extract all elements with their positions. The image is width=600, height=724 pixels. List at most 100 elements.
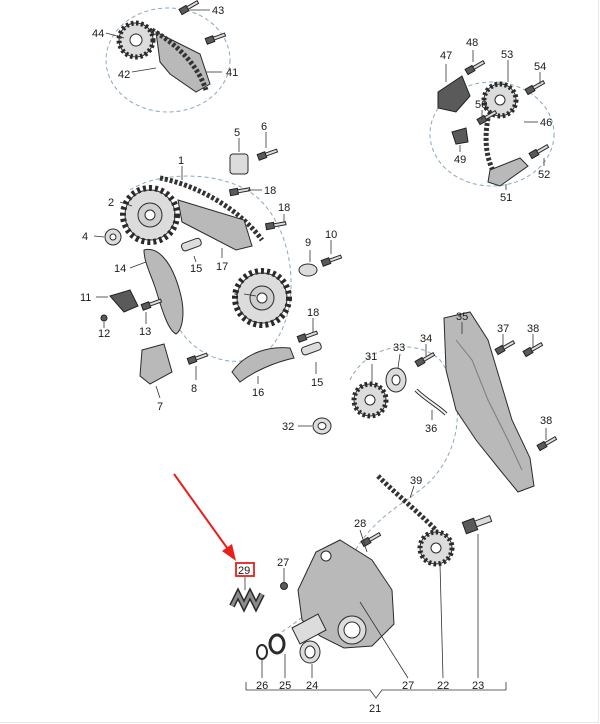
bolt-6 xyxy=(256,147,279,161)
callout-9: 9 xyxy=(305,237,311,249)
oil-pump-group: 26 25 24 27 22 23 21 28 27 29 xyxy=(229,515,507,715)
outline-dashed xyxy=(429,81,555,187)
bolt-38b xyxy=(536,434,558,452)
callout-3: 3 xyxy=(232,289,238,301)
callout-34: 34 xyxy=(420,333,432,345)
callout-18c: 18 xyxy=(307,307,319,319)
chain-1 xyxy=(159,175,265,242)
sprocket-53 xyxy=(481,81,519,119)
callout-11: 11 xyxy=(80,292,91,304)
callout-24: 24 xyxy=(306,680,318,692)
spring-29 xyxy=(229,587,265,613)
callout-28: 28 xyxy=(354,518,366,530)
callout-49: 49 xyxy=(454,154,466,166)
callout-22: 22 xyxy=(437,680,449,692)
sprocket-31 xyxy=(351,381,389,419)
bolt-28 xyxy=(360,530,382,548)
callout-12: 12 xyxy=(98,328,110,340)
bolt-37 xyxy=(494,338,516,356)
callout-35: 35 xyxy=(456,311,468,323)
guide-51 xyxy=(487,157,529,187)
bolt-8 xyxy=(186,351,209,365)
callout-38a: 38 xyxy=(527,323,539,335)
callout-39: 39 xyxy=(410,475,422,487)
callout-27a: 27 xyxy=(277,557,289,569)
callout-21: 21 xyxy=(369,703,381,715)
callout-15b: 15 xyxy=(311,377,323,389)
callout-31: 31 xyxy=(365,351,377,363)
guide-47 xyxy=(437,75,471,113)
bolt-10 xyxy=(320,253,343,267)
ring-26 xyxy=(256,644,268,660)
callout-16: 16 xyxy=(252,387,264,399)
gear-33 xyxy=(385,367,407,393)
pin-15b xyxy=(300,341,322,356)
bolt-13 xyxy=(140,297,163,311)
highlight-box-29 xyxy=(235,562,255,577)
callout-52: 52 xyxy=(538,169,550,181)
ring-25 xyxy=(268,633,286,655)
outline-dashed xyxy=(129,175,292,362)
callout-37: 37 xyxy=(497,323,509,335)
part-12 xyxy=(100,314,108,322)
callout-17: 17 xyxy=(216,261,228,273)
callout-36: 36 xyxy=(425,423,437,435)
chain-tensioner-7 xyxy=(139,343,173,385)
callout-29: 29 xyxy=(238,565,250,577)
bolt-18a xyxy=(229,185,251,197)
callout-4: 4 xyxy=(82,231,88,243)
callout-48: 48 xyxy=(466,37,478,49)
sprocket-3 xyxy=(235,271,289,325)
sprocket-22 xyxy=(417,529,455,567)
chain-41 xyxy=(150,27,209,91)
callout-54: 54 xyxy=(534,61,546,73)
part-49 xyxy=(451,127,469,145)
balance-shaft-drive-group: 31 32 33 34 35 36 37 38 38 39 xyxy=(269,311,558,641)
part-11 xyxy=(109,289,139,313)
callout-42: 42 xyxy=(118,69,130,81)
callout-25: 25 xyxy=(279,680,291,692)
callout-8: 8 xyxy=(191,383,197,395)
callout-2: 2 xyxy=(108,197,114,209)
part-27a xyxy=(280,582,288,590)
part-5 xyxy=(229,153,249,175)
callout-32: 32 xyxy=(282,421,294,433)
bolt-top-43b xyxy=(204,31,227,45)
callout-46: 46 xyxy=(540,117,552,129)
outline-dashed xyxy=(269,346,458,641)
callout-43: 43 xyxy=(212,5,224,17)
callout-14: 14 xyxy=(114,263,126,275)
tensioner-rail-14 xyxy=(143,248,184,335)
group-bracket xyxy=(245,682,507,699)
sprocket-44 xyxy=(116,20,156,60)
washer-9 xyxy=(298,263,318,277)
callout-44: 44 xyxy=(92,28,104,40)
callout-50: 50 xyxy=(475,99,487,111)
chain-46 xyxy=(483,117,499,178)
callout-15a: 15 xyxy=(190,263,202,275)
callout-51: 51 xyxy=(500,192,512,204)
red-pointer-arrow xyxy=(173,473,236,561)
callout-5: 5 xyxy=(234,127,240,139)
callout-18a: 18 xyxy=(264,185,276,197)
callout-27b: 27 xyxy=(402,680,414,692)
bolt-18c xyxy=(296,329,319,343)
callout-41: 41 xyxy=(226,67,238,79)
chain-tensioner-42 xyxy=(155,31,211,93)
callout-23: 23 xyxy=(472,680,484,692)
callout-26: 26 xyxy=(256,680,268,692)
callout-47: 47 xyxy=(440,50,452,62)
pin-15a xyxy=(180,237,202,252)
callout-1: 1 xyxy=(178,155,184,167)
top-right-balance-shaft-group: 47 48 53 54 50 46 49 52 51 xyxy=(429,37,555,204)
bolt-48 xyxy=(464,58,486,76)
callout-10: 10 xyxy=(325,229,337,241)
bolt-52 xyxy=(528,142,550,160)
callout-7: 7 xyxy=(157,401,163,413)
chain-guide-16 xyxy=(231,347,295,383)
sprocket-2 xyxy=(123,188,177,242)
callout-38b: 38 xyxy=(540,415,552,427)
callout-53: 53 xyxy=(501,49,513,61)
